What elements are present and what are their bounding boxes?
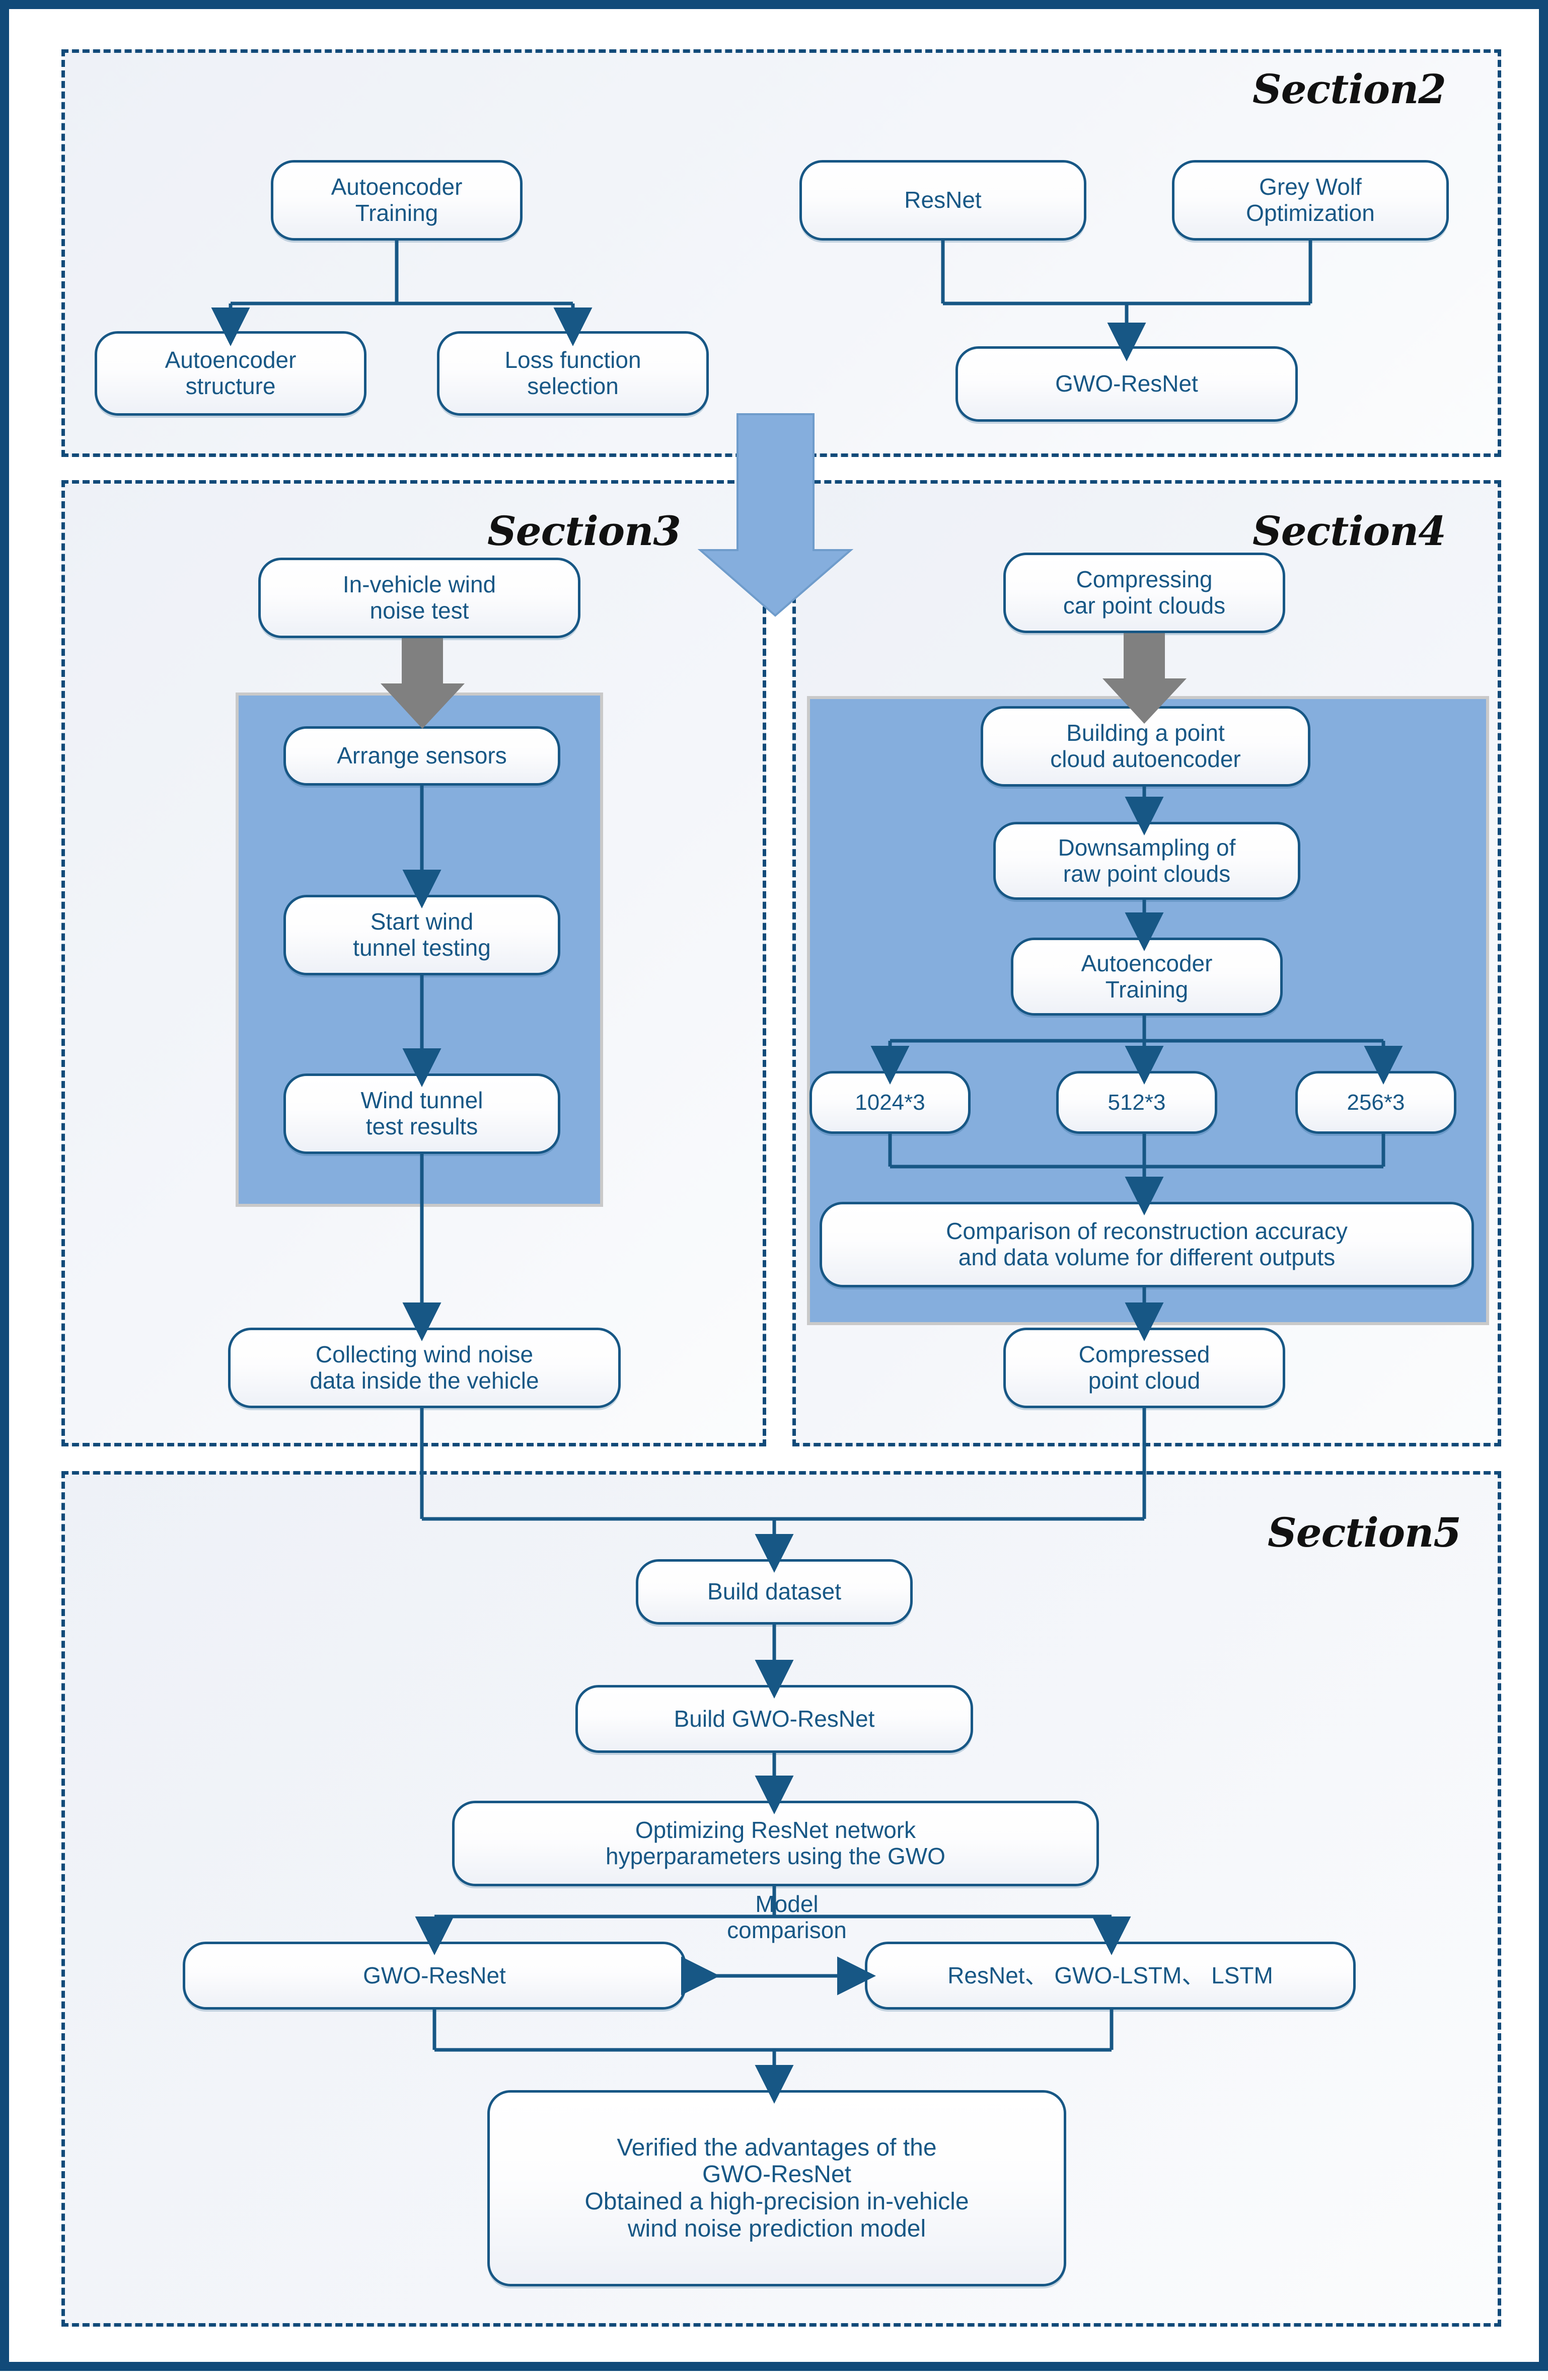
node-output-512: 512*3 bbox=[1056, 1071, 1217, 1134]
node-text: Loss function selection bbox=[504, 347, 641, 399]
node-text: GWO-ResNet bbox=[363, 1962, 506, 1988]
node-text: Arrange sensors bbox=[337, 742, 507, 769]
node-text: Comparison of reconstruction accuracy an… bbox=[946, 1218, 1348, 1270]
node-text: Collecting wind noise data inside the ve… bbox=[310, 1341, 539, 1394]
node-build-gwo-resnet: Build GWO-ResNet bbox=[575, 1685, 973, 1753]
node-loss-function-selection: Loss function selection bbox=[437, 331, 709, 416]
node-text: ResNet bbox=[904, 187, 982, 213]
node-text: Grey Wolf Optimization bbox=[1246, 174, 1375, 226]
node-optimizing-resnet: Optimizing ResNet network hyperparameter… bbox=[452, 1801, 1099, 1886]
node-autoencoder-training-s2: Autoencoder Training bbox=[271, 160, 523, 241]
node-text: Wind tunnel test results bbox=[360, 1087, 483, 1139]
node-text: Downsampling of raw point clouds bbox=[1058, 834, 1236, 887]
node-text: In-vehicle wind noise test bbox=[342, 571, 496, 624]
model-comparison-label: Model comparison bbox=[727, 1891, 847, 1943]
section-2-label: Section2 bbox=[1252, 65, 1446, 113]
node-text: Autoencoder Training bbox=[331, 174, 463, 226]
node-text: Autoencoder structure bbox=[165, 347, 297, 399]
node-start-wind-tunnel-testing: Start wind tunnel testing bbox=[283, 895, 560, 975]
node-wind-tunnel-test-results: Wind tunnel test results bbox=[283, 1073, 560, 1154]
node-gwo-resnet-s5: GWO-ResNet bbox=[183, 1942, 686, 2010]
node-output-256: 256*3 bbox=[1295, 1071, 1456, 1134]
node-text: Build GWO-ResNet bbox=[674, 1705, 875, 1732]
node-autoencoder-structure: Autoencoder structure bbox=[95, 331, 366, 416]
node-compressing-car-point-clouds: Compressing car point clouds bbox=[1003, 553, 1285, 633]
node-text: Building a point cloud autoencoder bbox=[1050, 720, 1241, 772]
node-text: 512*3 bbox=[1108, 1090, 1166, 1115]
node-in-vehicle-wind-noise-test: In-vehicle wind noise test bbox=[258, 558, 580, 638]
node-comparison-reconstruction: Comparison of reconstruction accuracy an… bbox=[820, 1202, 1474, 1287]
node-text: Compressing car point clouds bbox=[1063, 566, 1226, 619]
node-conclusion: Verified the advantages of the GWO-ResNe… bbox=[487, 2090, 1066, 2286]
node-text: 1024*3 bbox=[855, 1090, 925, 1115]
node-text: 256*3 bbox=[1347, 1090, 1405, 1115]
node-text: Compressed point cloud bbox=[1078, 1341, 1210, 1394]
node-compressed-point-cloud: Compressed point cloud bbox=[1003, 1328, 1285, 1408]
node-autoencoder-training-s4: Autoencoder Training bbox=[1011, 938, 1283, 1016]
node-arrange-sensors: Arrange sensors bbox=[283, 726, 560, 786]
node-baseline-models: ResNet、 GWO-LSTM、 LSTM bbox=[865, 1942, 1356, 2010]
node-resnet: ResNet bbox=[799, 160, 1086, 241]
section-3-label: Section3 bbox=[487, 507, 681, 555]
node-text: GWO-ResNet bbox=[1055, 370, 1198, 397]
node-build-dataset: Build dataset bbox=[636, 1559, 913, 1625]
node-text: Build dataset bbox=[707, 1578, 841, 1605]
node-gwo-resnet-s2: GWO-ResNet bbox=[955, 346, 1298, 422]
node-output-1024: 1024*3 bbox=[809, 1071, 971, 1134]
node-building-point-cloud-autoencoder: Building a point cloud autoencoder bbox=[981, 706, 1310, 787]
section-4-label: Section4 bbox=[1252, 507, 1446, 555]
node-collecting-wind-noise-data: Collecting wind noise data inside the ve… bbox=[228, 1328, 621, 1408]
node-downsampling-raw-point-clouds: Downsampling of raw point clouds bbox=[993, 822, 1300, 900]
node-text: Optimizing ResNet network hyperparameter… bbox=[606, 1817, 945, 1869]
section-5-label: Section5 bbox=[1268, 1509, 1461, 1556]
node-text: Autoencoder Training bbox=[1081, 950, 1213, 1003]
node-grey-wolf-optimization: Grey Wolf Optimization bbox=[1172, 160, 1449, 241]
node-text: Verified the advantages of the GWO-ResNe… bbox=[584, 2134, 969, 2242]
node-text: Start wind tunnel testing bbox=[353, 908, 491, 961]
node-text: ResNet、 GWO-LSTM、 LSTM bbox=[947, 1962, 1273, 1988]
